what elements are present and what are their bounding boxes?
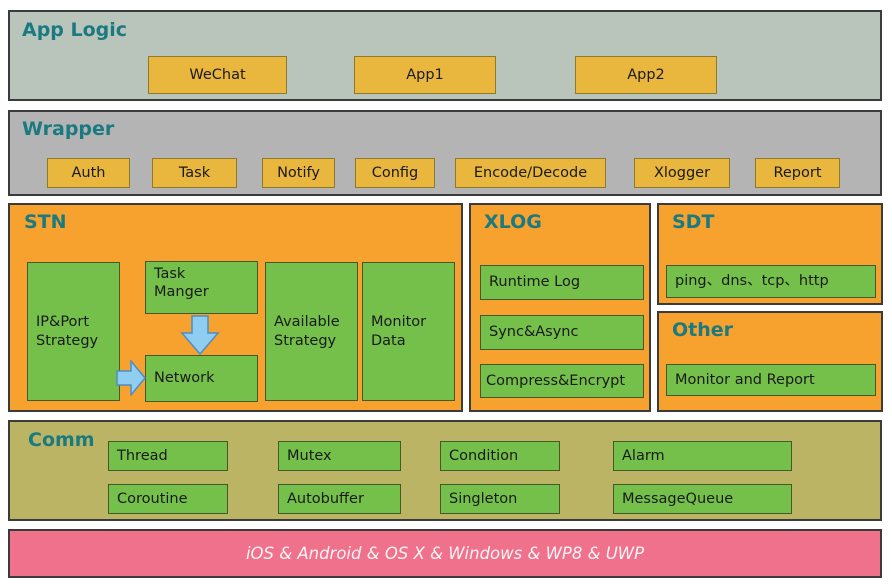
box-singleton: Singleton xyxy=(440,484,560,514)
box-messagequeue: MessageQueue xyxy=(613,484,792,514)
section-xlog: XLOG Runtime Log Sync&Async Compress&Enc… xyxy=(469,203,651,412)
box-monitor-and-report: Monitor and Report xyxy=(666,364,876,396)
box-report: Report xyxy=(755,158,840,188)
arrow-right-icon xyxy=(116,360,146,396)
section-title-sdt: SDT xyxy=(672,211,715,233)
section-wrapper: Wrapper Auth Task Notify Config Encode/D… xyxy=(8,110,882,196)
box-monitor-data: Monitor Data xyxy=(362,262,455,401)
box-auth: Auth xyxy=(47,158,130,188)
section-title-app-logic: App Logic xyxy=(22,19,128,41)
section-title-comm: Comm xyxy=(28,429,95,451)
box-condition: Condition xyxy=(440,441,560,471)
box-coroutine: Coroutine xyxy=(108,484,228,514)
box-sync-async: Sync&Async xyxy=(480,315,644,350)
box-wechat: WeChat xyxy=(148,56,287,94)
box-notify: Notify xyxy=(262,158,335,188)
section-title-stn: STN xyxy=(24,211,67,233)
box-network: Network xyxy=(145,355,258,402)
section-app-logic: App Logic WeChat App1 App2 xyxy=(8,10,882,101)
section-comm: Comm Thread Mutex Condition Alarm Corout… xyxy=(8,420,882,521)
box-mutex: Mutex xyxy=(278,441,401,471)
section-stn: STN IP&Port Strategy Task Manger Network… xyxy=(8,203,463,412)
section-title-wrapper: Wrapper xyxy=(22,118,115,140)
platform-bar: iOS & Android & OS X & Windows & WP8 & U… xyxy=(8,529,882,578)
section-other: Other Monitor and Report xyxy=(657,311,883,412)
section-sdt: SDT ping、dns、tcp、http xyxy=(657,203,883,305)
box-alarm: Alarm xyxy=(613,441,792,471)
box-task-manager: Task Manger xyxy=(145,261,258,314)
box-compress-encrypt: Compress&Encrypt xyxy=(480,364,644,398)
section-title-other: Other xyxy=(672,319,734,341)
box-app1: App1 xyxy=(354,56,496,94)
box-config: Config xyxy=(355,158,435,188)
box-xlogger: Xlogger xyxy=(634,158,730,188)
platform-bar-text: iOS & Android & OS X & Windows & WP8 & U… xyxy=(245,544,645,563)
box-ping-dns-tcp-http: ping、dns、tcp、http xyxy=(666,265,876,298)
box-app2: App2 xyxy=(575,56,717,94)
box-available-strategy: Available Strategy xyxy=(265,262,358,401)
arrow-down-icon xyxy=(180,315,220,355)
box-task: Task xyxy=(152,158,237,188)
box-autobuffer: Autobuffer xyxy=(278,484,401,514)
box-encode-decode: Encode/Decode xyxy=(455,158,606,188)
section-title-xlog: XLOG xyxy=(484,211,542,233)
box-ip-port-strategy: IP&Port Strategy xyxy=(27,262,120,401)
box-runtime-log: Runtime Log xyxy=(480,265,644,300)
box-thread: Thread xyxy=(108,441,228,471)
